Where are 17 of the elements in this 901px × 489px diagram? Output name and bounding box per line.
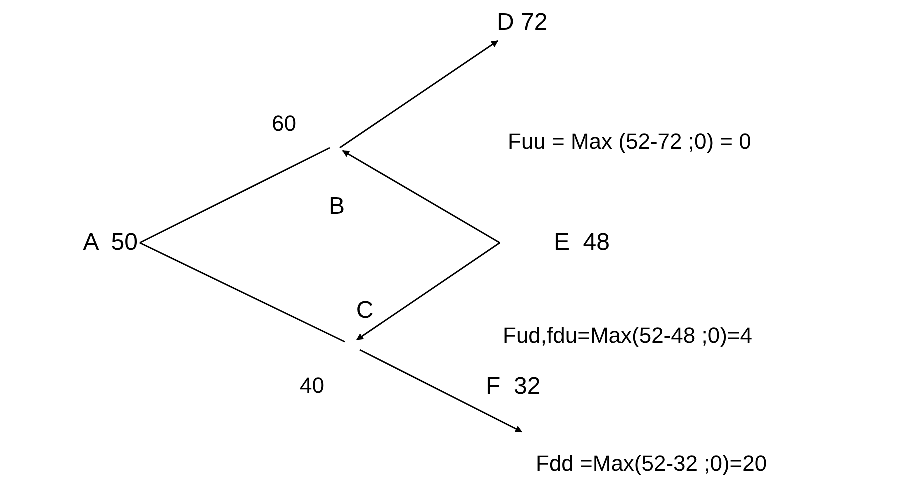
node-label: F 32 (486, 372, 541, 402)
arrow (342, 150, 500, 244)
node-label: B (328, 192, 345, 222)
node-label: A 50 (83, 228, 138, 258)
branch-line (140, 147, 330, 244)
formula-text: Fud,fdu=Max(52-48 ;0)=4 (503, 322, 752, 350)
formula-text: Fdd =Max(52-32 ;0)=20 (536, 450, 768, 478)
price-label: 40 (300, 372, 324, 400)
node-label: E 48 (554, 228, 610, 258)
branch-line (140, 242, 346, 343)
arrow (356, 242, 500, 341)
formula-text: Fuu = Max (52-72 ;0) = 0 (508, 128, 752, 156)
node-label: C (356, 296, 374, 326)
arrow (360, 349, 523, 433)
node-label: D 72 (497, 8, 548, 38)
arrow (340, 40, 499, 149)
price-label: 60 (272, 110, 296, 138)
